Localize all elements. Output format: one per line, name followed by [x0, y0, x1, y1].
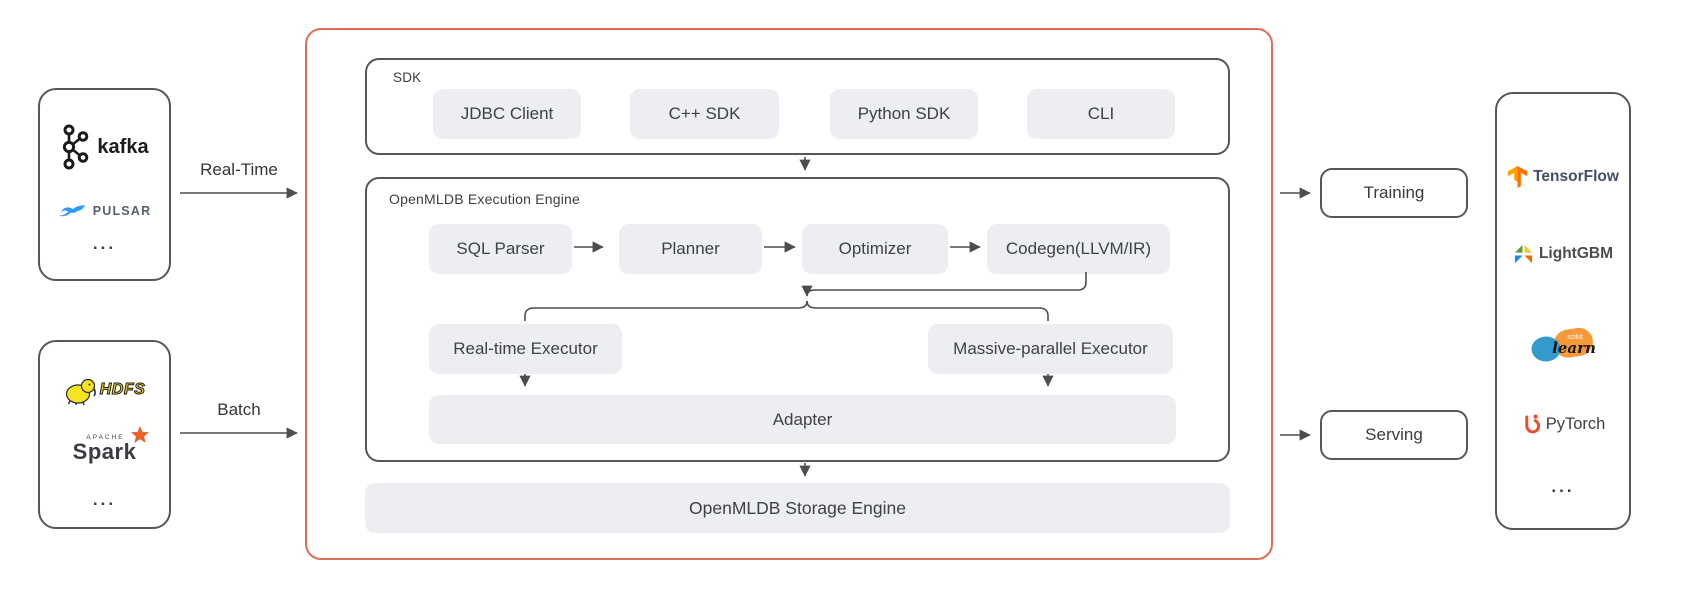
- tensorflow-item: TensorFlow: [1497, 162, 1629, 192]
- batch-more-item: ...: [40, 490, 169, 510]
- pulsar-icon: [57, 205, 85, 217]
- execution-engine-title: OpenMLDB Execution Engine: [389, 191, 580, 207]
- hdfs-elephant-icon: [65, 378, 96, 405]
- spark-item: APACHE Spark: [40, 424, 169, 474]
- adapter-pill: Adapter: [429, 395, 1176, 444]
- learn-label: learn: [1552, 339, 1596, 357]
- spark-star-icon: [131, 425, 150, 443]
- tensorflow-label: TensorFlow: [1533, 168, 1619, 185]
- codegen-pill: Codegen(LLVM/IR): [987, 224, 1170, 274]
- streaming-sources-box: kafka PULSAR ...: [38, 88, 171, 281]
- hdfs-label: HDFS: [99, 381, 146, 399]
- frameworks-more-item: ...: [1497, 477, 1629, 497]
- pulsar-label: PULSAR: [92, 204, 152, 218]
- spark-logo: APACHE Spark: [72, 425, 150, 465]
- cpp-sdk-pill: C++ SDK: [630, 89, 779, 139]
- sql-parser-pill: SQL Parser: [429, 224, 572, 274]
- apache-label: APACHE: [86, 433, 125, 441]
- scikit-label: scikit: [1567, 334, 1583, 341]
- batch-sources-box: HDFS APACHE Spark ...: [38, 340, 171, 529]
- ellipsis-label: ...: [92, 234, 117, 253]
- storage-engine-bar: OpenMLDB Storage Engine: [365, 483, 1230, 533]
- pytorch-icon: [1524, 414, 1540, 434]
- massive-parallel-executor-pill: Massive-parallel Executor: [928, 324, 1173, 374]
- pytorch-item: PyTorch: [1497, 409, 1629, 439]
- cli-pill: CLI: [1027, 89, 1175, 139]
- pulsar-item: PULSAR: [40, 198, 169, 224]
- sdk-title: SDK: [393, 70, 422, 85]
- lightgbm-icon: [1514, 244, 1533, 263]
- kafka-label: kafka: [97, 135, 149, 158]
- real-time-executor-pill: Real-time Executor: [429, 324, 622, 374]
- lightgbm-item: LightGBM: [1497, 239, 1629, 269]
- serving-box: Serving: [1320, 410, 1468, 460]
- ellipsis-label: ...: [1551, 477, 1575, 496]
- ml-frameworks-box: TensorFlow LightGBM scikit learn: [1495, 92, 1631, 530]
- real-time-label: Real-Time: [200, 160, 278, 179]
- scikit-learn-icon: scikit learn: [1531, 327, 1596, 362]
- hdfs-item: HDFS: [40, 368, 169, 412]
- tensorflow-icon: [1508, 165, 1528, 188]
- lightgbm-label: LightGBM: [1538, 245, 1614, 262]
- spark-label: Spark: [72, 438, 137, 464]
- optimizer-pill: Optimizer: [802, 224, 948, 274]
- planner-pill: Planner: [619, 224, 762, 274]
- pytorch-label: PyTorch: [1545, 414, 1606, 433]
- training-box: Training: [1320, 168, 1468, 218]
- streaming-more-item: ...: [40, 234, 169, 254]
- scikit-learn-item: scikit learn: [1497, 322, 1629, 366]
- kafka-item: kafka: [40, 123, 169, 171]
- batch-label: Batch: [217, 400, 261, 419]
- kafka-icon: [63, 124, 89, 170]
- python-sdk-pill: Python SDK: [830, 89, 978, 139]
- execution-engine-box: OpenMLDB Execution Engine SQL Parser Pla…: [365, 177, 1230, 462]
- jdbc-client-pill: JDBC Client: [433, 89, 581, 139]
- sdk-box: SDK JDBC Client C++ SDK Python SDK CLI: [365, 58, 1230, 155]
- ellipsis-label: ...: [92, 490, 117, 509]
